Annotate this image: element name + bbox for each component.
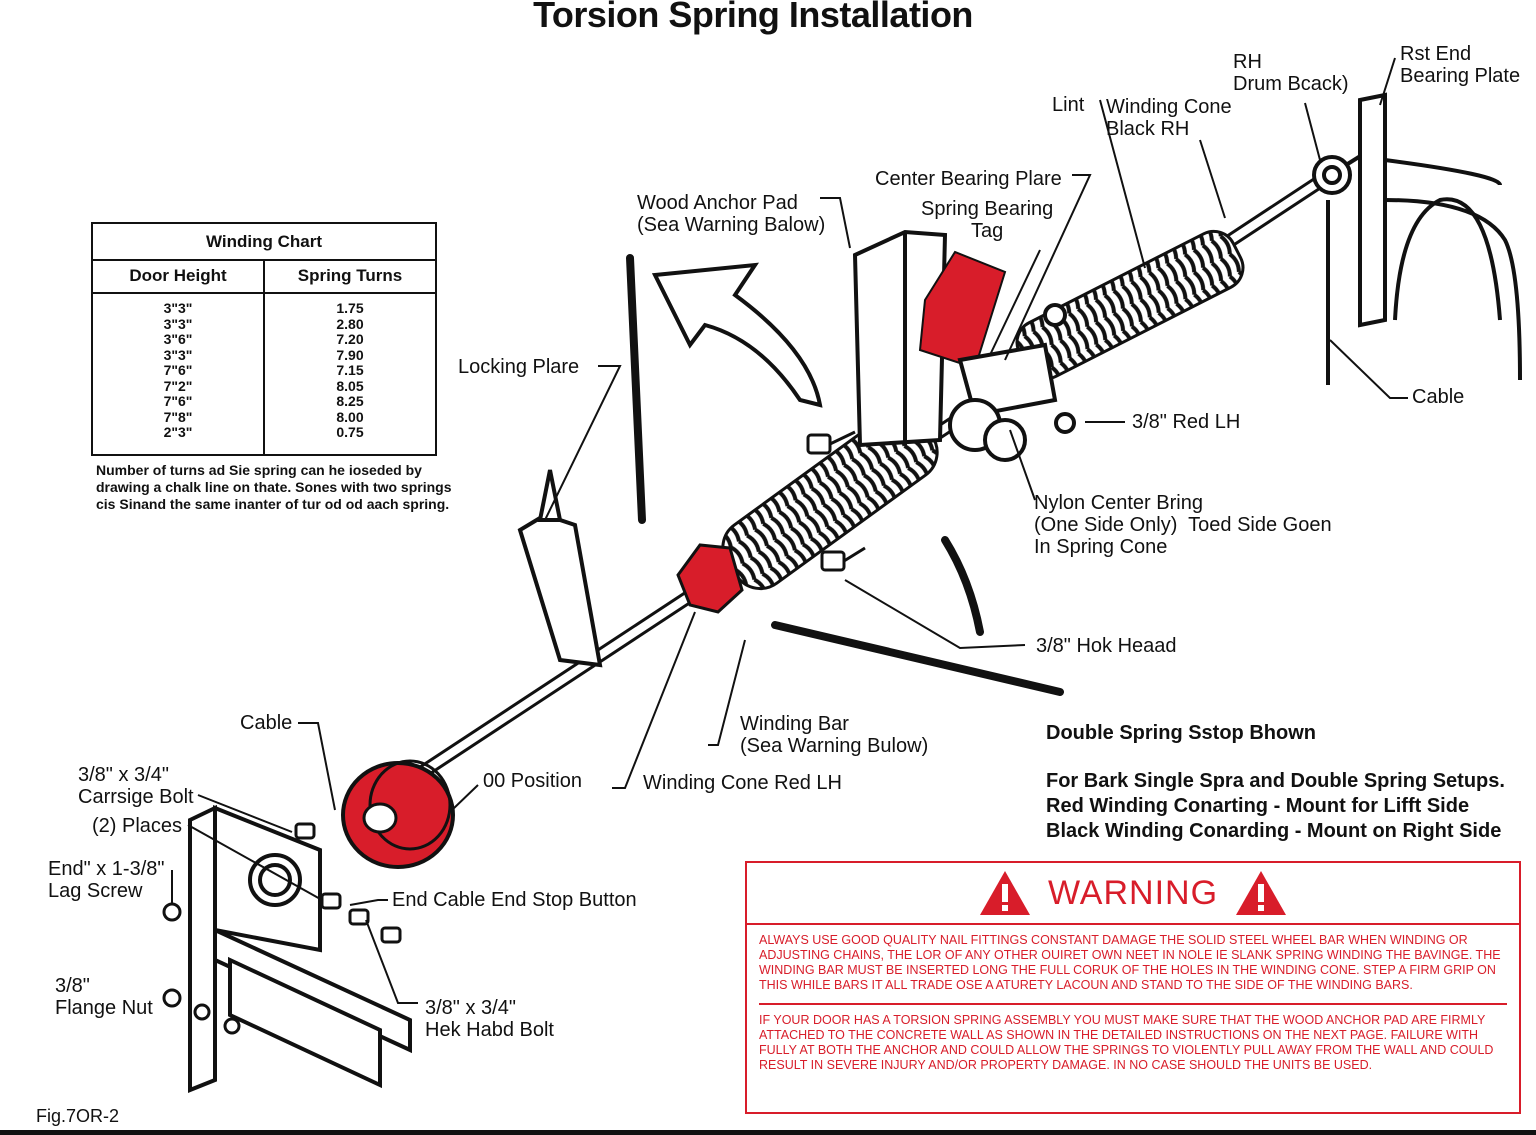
setup-line-2: Red Winding Conarting - Mount for Lifft … — [1046, 795, 1470, 817]
label-center-bearing-plate: Center Bearing Plare — [875, 168, 1062, 190]
winding-bar — [626, 254, 1064, 696]
label-red-lh: 3/8" Red LH — [1132, 411, 1241, 433]
label-rh-drum: RH Drum Bcack) — [1233, 51, 1349, 95]
hex-head-bolts — [806, 430, 866, 572]
center-bearing-plate — [948, 303, 1076, 462]
spring-turns-cell: 7.90 — [336, 346, 364, 363]
door-height-cell: 3"6" — [163, 331, 193, 347]
col-spring-turns: Spring Turns — [297, 266, 403, 285]
spring-turns-cell: 8.00 — [336, 408, 364, 425]
locking-plate — [651, 262, 823, 408]
spring-turns-cell: 2.80 — [336, 315, 364, 332]
winding-chart: Winding Chart Door Height Spring Turns 3… — [91, 222, 437, 456]
locking-pliers — [517, 469, 603, 668]
label-position: 00 Position — [483, 770, 582, 792]
label-nylon-center-bearing: Nylon Center Bring (One Side Only) Toed … — [1034, 492, 1332, 558]
warning-icon — [979, 871, 1030, 915]
spring-turns-cell: 7.15 — [336, 362, 364, 378]
winding-chart-header: Door Height Spring Turns — [93, 261, 435, 294]
door-height-cell: 3"3" — [163, 346, 193, 363]
door-height-cell: 3"3" — [163, 315, 193, 332]
label-flange-nut: 3/8" Flange Nut — [55, 975, 153, 1019]
end-bearing-plate — [1312, 92, 1522, 385]
spring-bearing-tag — [918, 250, 1007, 370]
label-lint: Lint — [1052, 94, 1085, 116]
setup-line-1: For Bark Single Spra and Double Spring S… — [1046, 770, 1505, 792]
door-height-cell: 7"6" — [163, 393, 193, 409]
label-end-cable-stop: End Cable End Stop Button — [392, 889, 637, 911]
label-winding-bar: Winding Bar (Sea Warning Bulow) — [740, 713, 929, 757]
label-locking-plate: Locking Plare — [458, 356, 580, 378]
label-hex-head: 3/8" Hok Heaad — [1036, 635, 1177, 657]
warning-header: WARNING — [747, 863, 1519, 925]
label-end-bearing-plate: Rst End Bearing Plate — [1400, 43, 1521, 87]
door-height-cell: 3"3" — [163, 300, 193, 316]
winding-chart-title: Winding Chart — [93, 224, 435, 261]
label-winding-cone-black: Winding Cone Black RH — [1106, 96, 1232, 140]
warning-paragraph-1: Always use good quality nail fittings co… — [759, 933, 1501, 992]
door-height-cell: 2"3" — [163, 424, 193, 440]
end-bracket — [188, 804, 412, 1093]
spring-turns-cell: 8.05 — [336, 377, 364, 394]
label-winding-cone-red: Winding Cone Red LH — [643, 772, 842, 794]
warning-title: WARNING — [1047, 873, 1219, 912]
page-title: Torsion Spring Installation — [533, 0, 973, 35]
spring-turns-cell: 1.75 — [336, 300, 364, 316]
figure-id: Fig.7OR-2 — [36, 1106, 120, 1126]
spring-turns-cell: 0.75 — [336, 424, 364, 440]
warning-icon — [1236, 871, 1287, 915]
spring-turns-column: 1.75 2.80 7.20 7.90 7.15 8.05 8.25 8.00 … — [265, 294, 435, 456]
warning-box: WARNING Always use good quality nail fit… — [745, 861, 1521, 1114]
label-carriage-bolt: 3/8" x 3/4" Carrsige Bolt — [78, 764, 194, 808]
label-cable-right: Cable — [1412, 386, 1465, 408]
col-door-height: Door Height — [93, 261, 265, 292]
setup-line-3: Black Winding Conarding - Mount on Right… — [1046, 820, 1502, 842]
door-height-column: 3"3" 3"3" 3"6" 3"3" 7"6" 7"2" 7"6" 7"8" … — [93, 294, 265, 456]
red-winding-cone — [676, 543, 744, 614]
bottom-rule — [0, 1130, 1536, 1135]
label-cable-left: Cable — [240, 712, 293, 734]
label-wood-anchor-pad: Wood Anchor Pad (Sea Warning Balow) — [637, 192, 826, 236]
door-height-cell: 7"6" — [163, 362, 193, 378]
label-spring-bearing-tag: Spring Bearing Tag — [921, 198, 1054, 242]
cable-drum — [341, 759, 455, 869]
label-two-places: (2) Places — [92, 815, 183, 837]
winding-chart-note: Number of turns ad Sie spring can he ios… — [96, 462, 452, 512]
door-height-cell: 7"2" — [163, 377, 193, 394]
warning-paragraph-2: If your door has a torsion spring assemb… — [759, 1003, 1507, 1073]
leader-lines — [171, 57, 1408, 1004]
door-height-cell: 7"8" — [163, 408, 193, 425]
label-hex-head-bolt: 3/8" x 3/4" Hek Habd Bolt — [425, 997, 554, 1041]
wood-anchor-pad — [852, 229, 948, 448]
spring-turns-cell: 8.25 — [336, 393, 364, 409]
setup-heading: Double Spring Sstop Bhown — [1046, 722, 1316, 744]
label-lag-screw: End" x 1-3/8" Lag Screw — [48, 858, 165, 902]
spring-turns-cell: 7.20 — [336, 331, 364, 347]
